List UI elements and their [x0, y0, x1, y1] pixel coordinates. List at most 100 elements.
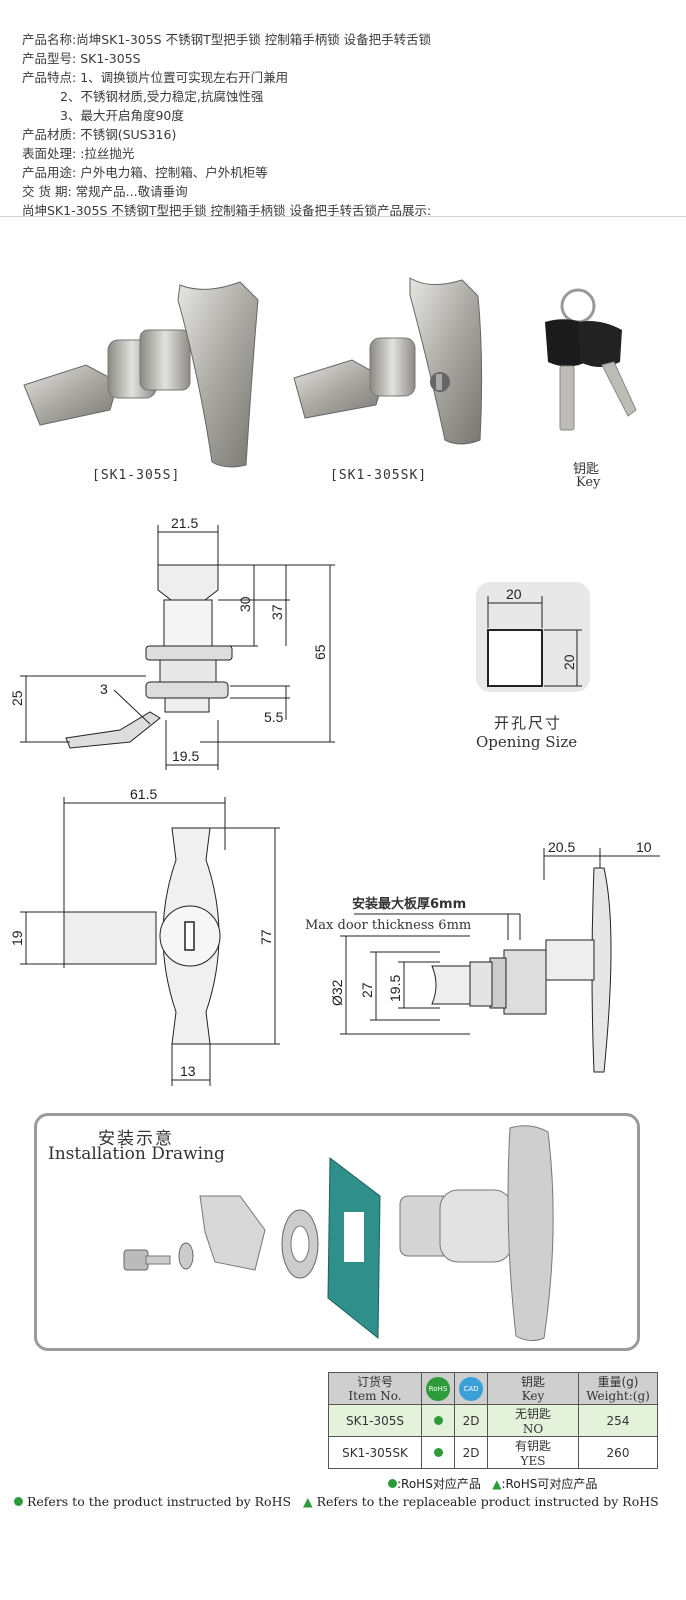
dim-19: 19 — [9, 930, 25, 946]
photo-sk1-305s — [23, 281, 259, 468]
key-label-en: Key — [576, 475, 601, 490]
spec-material-value: 不锈钢(SUS316) — [80, 127, 177, 142]
caption-sk1-305s: [SK1-305S] — [92, 468, 181, 483]
cell-key-en: NO — [522, 1422, 544, 1436]
legend-rohs-repl-cn-text: :RoHS可对应产品 — [501, 1477, 598, 1491]
dim-10: 10 — [636, 839, 652, 855]
divider — [0, 216, 686, 217]
rohs-dot-icon — [388, 1479, 397, 1488]
cell-key-cn: 无钥匙 — [514, 1407, 551, 1421]
key-icon — [545, 288, 637, 431]
cell-item: SK1-305S — [328, 1404, 422, 1437]
rohs-dot-icon — [433, 1447, 443, 1457]
rohs-icon: RoHS — [426, 1376, 450, 1401]
cad-icon: CAD — [459, 1376, 483, 1401]
max-thickness-cn: 安装最大板厚6mm — [352, 897, 467, 912]
spec-name: 产品名称:尚坤SK1-305S 不锈钢T型把手锁 控制箱手柄锁 设备把手转舌锁 — [22, 30, 431, 49]
spec-surface: 表面处理: :拉丝抛光 — [22, 144, 134, 163]
spec-features: 产品特点: 1、调换锁片位置可实现左右开门兼用 — [22, 68, 288, 87]
dim-21-5: 21.5 — [171, 515, 198, 531]
spec-delivery: 交 货 期: 常规产品...敬请垂询 — [22, 182, 188, 201]
cell-weight: 254 — [578, 1404, 658, 1437]
spec-showcase: 尚坤SK1-305S 不锈钢T型把手锁 控制箱手柄锁 设备把手转舌锁产品展示: — [22, 203, 432, 218]
legend-rohs-en: Refers to the product instructed by RoHS… — [14, 1494, 659, 1509]
rohs-dot-icon — [433, 1415, 443, 1425]
spec-surface-value: :拉丝抛光 — [80, 146, 135, 161]
header-key-en: Key — [521, 1388, 545, 1403]
opening-title-cn: 开孔尺寸 — [494, 714, 563, 732]
legend-rohs-cn: :RoHS对应产品 ▲:RoHS可对应产品 — [388, 1475, 597, 1492]
spec-name-label: 产品名称: — [22, 32, 77, 47]
spec-usage-value: 户外电力箱、控制箱、户外机柜等 — [80, 165, 268, 180]
dim-19-5-b: 19.5 — [387, 975, 403, 1002]
dim-25: 25 — [9, 690, 25, 706]
opening-title-en: Opening Size — [476, 733, 578, 751]
dim-30: 30 — [237, 596, 253, 612]
header-key-cn: 钥匙 — [520, 1374, 545, 1389]
opening-dim-height: 20 — [561, 654, 577, 670]
header-item-en: Item No. — [348, 1388, 402, 1403]
dim-27: 27 — [359, 982, 375, 998]
spec-usage-label: 产品用途: — [22, 165, 77, 180]
cell-key-en: YES — [520, 1454, 546, 1468]
cell-rohs — [421, 1404, 455, 1437]
dim-3: 3 — [100, 681, 108, 697]
header-weight: 重量(g)Weight:(g) — [578, 1372, 658, 1405]
header-weight-cn: 重量(g) — [597, 1374, 639, 1389]
caption-sk1-305sk: [SK1-305SK] — [330, 468, 428, 483]
rohs-dot-icon — [14, 1497, 23, 1506]
opening-dim-width: 20 — [506, 586, 522, 602]
spec-model-label: 产品型号: — [22, 51, 77, 66]
spec-model: 产品型号: SK1-305S — [22, 49, 141, 68]
cell-cad: 2D — [454, 1404, 488, 1437]
spec-delivery-label: 交 货 期: — [22, 184, 72, 199]
spec-usage: 产品用途: 户外电力箱、控制箱、户外机柜等 — [22, 163, 268, 182]
spec-feature-1: 1、调换锁片位置可实现左右开门兼用 — [80, 70, 289, 85]
spec-delivery-value: 常规产品...敬请垂询 — [75, 184, 188, 199]
rohs-triangle-icon: ▲ — [302, 1494, 313, 1509]
cell-weight: 260 — [578, 1436, 658, 1469]
spec-surface-label: 表面处理: — [22, 146, 77, 161]
max-thickness-en: Max door thickness 6mm — [305, 918, 472, 933]
dim-65: 65 — [312, 644, 328, 660]
dim-13: 13 — [180, 1063, 196, 1079]
dim-diameter-32: Ø32 — [329, 979, 345, 1006]
spec-model-value: SK1-305S — [80, 51, 141, 66]
dim-37: 37 — [269, 604, 285, 620]
cam-tongue-icon — [199, 1195, 266, 1271]
spec-material-label: 产品材质: — [22, 127, 77, 142]
dim-5-5: 5.5 — [264, 709, 284, 725]
lock-body-icon — [399, 1125, 554, 1342]
dim-61-5: 61.5 — [130, 786, 157, 802]
header-item-cn: 订货号 — [356, 1374, 393, 1389]
spec-feature-3: 3、最大开启角度90度 — [60, 108, 184, 123]
legend-rohs-repl-en-text: Refers to the replaceable product instru… — [316, 1494, 659, 1509]
screw-icon — [123, 1249, 171, 1271]
header-rohs: RoHS — [421, 1372, 455, 1405]
header-cad: CAD — [454, 1372, 488, 1405]
dim-19-5: 19.5 — [172, 748, 199, 764]
cell-key-cn: 有钥匙 — [514, 1439, 551, 1453]
spec-name-value: 尚坤SK1-305S 不锈钢T型把手锁 控制箱手柄锁 设备把手转舌锁 — [76, 32, 432, 47]
legend-rohs-cn-text: :RoHS对应产品 — [397, 1477, 481, 1491]
washer-icon — [178, 1242, 194, 1270]
spec-material: 产品材质: 不锈钢(SUS316) — [22, 125, 176, 144]
installation-title-en: Installation Drawing — [48, 1144, 225, 1164]
cell-rohs — [421, 1436, 455, 1469]
nut-icon — [281, 1209, 319, 1279]
photo-sk1-305sk — [293, 277, 483, 445]
spec-feature-2: 2、不锈钢材质,受力稳定,抗腐蚀性强 — [60, 89, 264, 104]
